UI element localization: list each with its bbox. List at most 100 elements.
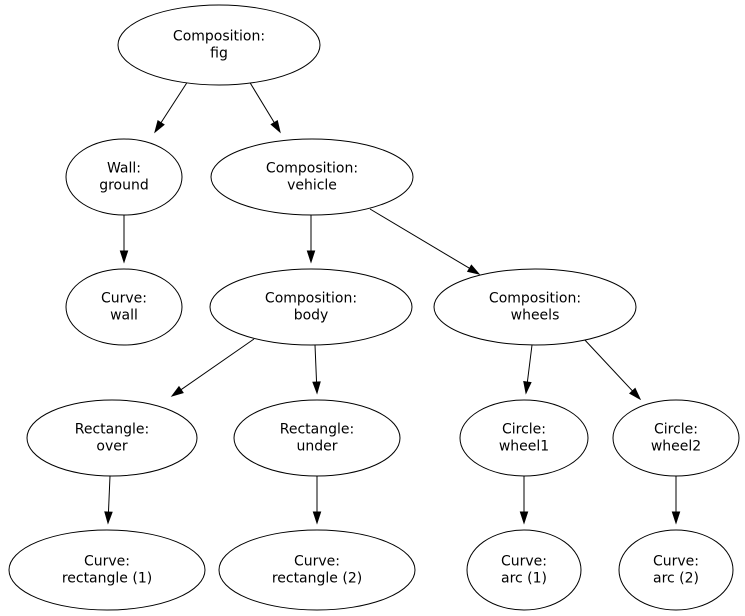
node-ellipse[interactable] [218,529,416,611]
node-ellipse[interactable] [210,138,414,216]
node-ellipse[interactable] [618,529,734,611]
node-label-line1: Composition: [489,290,581,306]
node-label-wheels: Composition: wheels [489,290,581,323]
node-label-rectangle2: Curve: rectangle (2) [272,553,362,586]
node-label-line2: wheel1 [499,439,549,455]
graph-edge-wheel1-to-arc1 [519,476,529,525]
edge-arrowhead [629,387,642,401]
node-label-line1: Circle: [654,421,698,437]
node-ellipse[interactable] [466,529,582,611]
edge-line [369,208,470,269]
node-ellipse[interactable] [233,399,401,477]
edge-arrowhead [312,511,322,525]
node-label-under: Rectangle: under [280,421,354,454]
node-label-line2: under [296,439,337,455]
graph-node-arc2[interactable]: Curve: arc (2) [618,529,734,611]
node-label-line2: fig [210,46,228,62]
edges-layer [104,80,681,525]
edge-line [526,344,533,383]
graph-node-arc1[interactable]: Curve:arc (1) [466,529,582,611]
node-label-line2: body [294,308,329,324]
graph-node-wheels[interactable]: Composition: wheels [433,268,637,346]
node-label-line1: Composition: [266,160,358,176]
node-label-line1: Curve: [501,553,547,569]
edge-arrowhead [466,264,481,275]
graph-edge-fig-to-ground [154,80,189,134]
edge-line [180,338,255,391]
graph-edge-body-to-under [312,344,321,395]
node-label-over: Rectangle: over [75,421,149,454]
node-ellipse[interactable] [65,268,183,346]
graph-node-over[interactable]: Rectangle: over [26,399,198,477]
edge-arrowhead [104,511,113,525]
node-label-line2: arc (2) [653,571,699,587]
graph-edge-wheels-to-wheel1 [523,344,533,395]
graph-edge-under-to-rectangle2 [312,476,322,525]
graph-node-rectangle2[interactable]: Curve: rectangle (2) [218,529,416,611]
node-label-wall: Curve: wall [101,290,147,323]
graph-node-vehicle[interactable]: Composition: vehicle [210,138,414,216]
node-label-line2: rectangle (2) [272,571,362,587]
graph-edge-fig-to-vehicle [248,80,281,134]
graph-edge-vehicle-to-body [306,215,316,264]
node-label-wheel1: Circle: wheel1 [499,421,549,454]
edge-arrowhead [312,381,321,395]
edge-arrowhead [270,119,281,134]
node-label-arc1: Curve:arc (1) [501,553,547,586]
node-ellipse[interactable] [612,399,740,477]
edge-arrowhead [119,250,129,264]
edge-arrowhead [154,120,165,134]
edge-line [107,475,111,513]
node-label-wheel2: Circle: wheel2 [651,421,701,454]
graph-node-body[interactable]: Composition:body [209,268,413,346]
node-ellipse[interactable] [433,268,637,346]
node-label-line2: wall [110,308,138,324]
node-ellipse[interactable] [8,529,206,611]
edge-arrowhead [306,250,316,264]
node-label-arc2: Curve: arc (2) [653,553,699,586]
graph-node-fig[interactable]: Composition: fig [117,4,321,86]
node-label-line1: Rectangle: [280,421,354,437]
nodes-layer: Composition:figWall:groundComposition:ve… [8,4,740,611]
graph-node-wheel1[interactable]: Circle: wheel1 [459,399,589,477]
graph-edge-body-to-over [170,338,255,397]
edge-arrowhead [523,381,532,395]
node-label-line1: Curve: [653,553,699,569]
graph-node-under[interactable]: Rectangle: under [233,399,401,477]
graph-edge-vehicle-to-wheels [369,208,481,275]
edge-arrowhead [170,385,184,397]
node-label-line2: vehicle [287,178,337,194]
node-label-line2: wheel2 [651,439,701,455]
node-label-line1: Composition: [173,28,265,44]
node-label-rectangle1: Curve: rectangle (1) [62,553,152,586]
node-label-line1: Curve: [101,290,147,306]
graph-edge-wheels-to-wheel2 [582,337,642,401]
node-label-line1: Rectangle: [75,421,149,437]
graph-node-wall[interactable]: Curve: wall [65,268,183,346]
node-label-line1: Circle: [502,421,546,437]
node-label-line1: Curve: [84,553,130,569]
graph-node-ground[interactable]: Wall:ground [65,138,183,216]
node-label-vehicle: Composition: vehicle [266,160,358,193]
node-label-fig: Composition: fig [173,28,265,61]
graph-edge-over-to-rectangle1 [104,475,113,525]
graph-edge-ground-to-wall [119,215,129,264]
node-label-line1: Curve: [294,553,340,569]
node-ellipse[interactable] [26,399,198,477]
node-label-body: Composition:body [265,290,357,323]
edge-arrowhead [671,511,681,525]
edge-line [248,80,275,123]
node-ellipse[interactable] [209,268,413,346]
node-ellipse[interactable] [459,399,589,477]
node-label-line2: rectangle (1) [62,571,152,587]
node-label-line1: Wall: [107,160,141,176]
edge-line [582,337,633,392]
node-label-ground: Wall:ground [99,160,149,193]
graph-node-wheel2[interactable]: Circle: wheel2 [612,399,740,477]
node-ellipse[interactable] [117,4,321,86]
node-ellipse[interactable] [65,138,183,216]
node-label-line2: over [96,439,127,455]
graph-node-rectangle1[interactable]: Curve: rectangle (1) [8,529,206,611]
node-label-line2: wheels [511,308,560,324]
